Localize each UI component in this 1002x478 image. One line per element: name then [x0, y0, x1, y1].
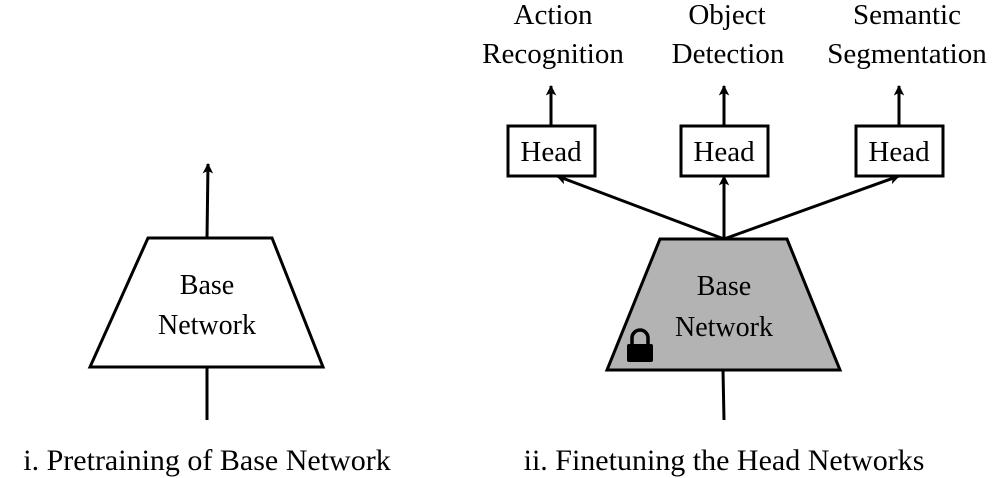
task-label-line2: Detection — [672, 38, 785, 70]
arrow-to-head-semantic — [723, 174, 900, 241]
task-label-line1: Semantic — [853, 0, 961, 31]
task-label-line2: Segmentation — [827, 38, 987, 70]
left-caption: i. Pretraining of Base Network — [23, 444, 390, 477]
task-label-line2: Recognition — [482, 38, 624, 70]
arrow-to-head-action — [556, 174, 725, 241]
right-caption: ii. Finetuning the Head Networks — [524, 444, 925, 477]
head-label: Head — [520, 136, 582, 168]
right-input-line — [721, 369, 726, 421]
task-label-line1: Action — [514, 0, 593, 31]
left-base-network-label-line1: Base — [180, 270, 234, 301]
left-output-arrow — [202, 162, 214, 239]
task-label-line1: Object — [688, 0, 765, 31]
right-base-network-label-line2: Network — [675, 312, 773, 343]
head-label: Head — [868, 136, 930, 168]
right-panel: Base Network Head Action Recognition Hea… — [482, 0, 987, 477]
left-base-network-trapezoid — [87, 236, 326, 369]
left-base-network-label-line2: Network — [158, 310, 256, 341]
head-label: Head — [693, 136, 755, 168]
lock-icon — [627, 328, 653, 362]
right-base-network-trapezoid — [604, 237, 843, 372]
left-panel: Base Network i. Pretraining of Base Netw… — [23, 162, 391, 477]
head-object-detection: Head Object Detection — [672, 0, 785, 178]
right-base-network-label-line1: Base — [697, 271, 751, 302]
head-semantic-segmentation: Head Semantic Segmentation — [827, 0, 987, 178]
head-action-recognition: Head Action Recognition — [482, 0, 624, 178]
